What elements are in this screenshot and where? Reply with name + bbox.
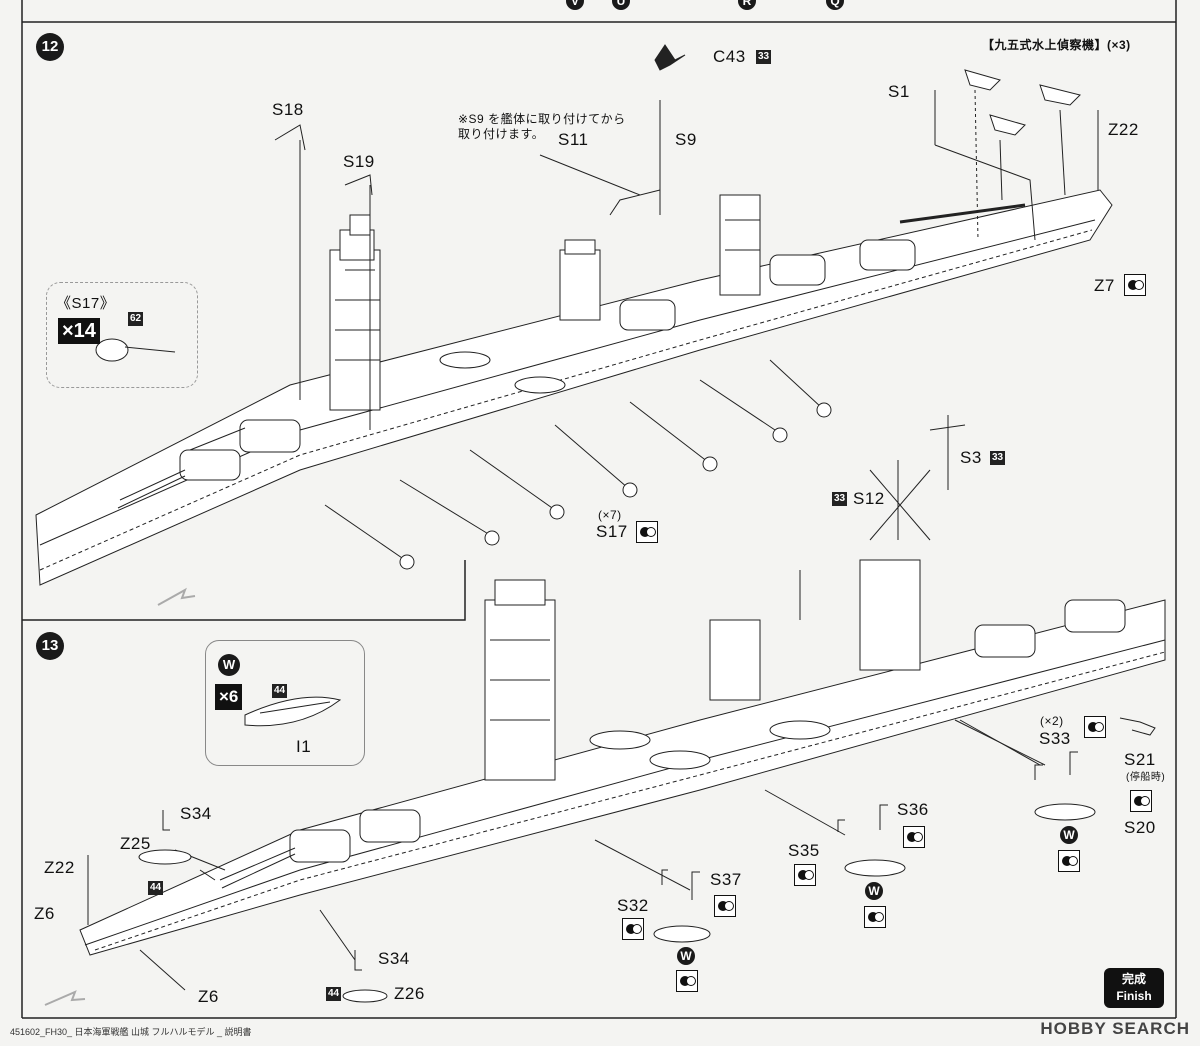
label-z6-bottom: Z6 bbox=[198, 987, 219, 1006]
label-s36: S36 bbox=[897, 800, 929, 819]
inset-s17-qty: ×14 bbox=[58, 318, 100, 344]
paint-icon-s17 bbox=[636, 521, 658, 543]
label-z6-top: Z6 bbox=[34, 904, 55, 923]
note-s9: ※S9 を艦体に取り付けてから 取り付けます。 bbox=[458, 112, 626, 141]
top-letter-v: V bbox=[566, 0, 584, 10]
inset-s17 bbox=[46, 282, 198, 388]
label-z7: Z7 bbox=[1094, 276, 1115, 295]
paint-icon-z7 bbox=[1124, 274, 1146, 296]
label-s11: S11 bbox=[558, 130, 589, 149]
letter-w-s33: W bbox=[1060, 826, 1078, 844]
label-s18: S18 bbox=[272, 100, 304, 119]
sheet-z26: 44 bbox=[326, 987, 342, 1001]
qty-s33: (×2) bbox=[1040, 714, 1064, 728]
inset-w bbox=[205, 640, 365, 766]
aircraft-label: 【九五式水上偵察機】(×3) bbox=[982, 38, 1131, 52]
sheet-c43: 33 bbox=[756, 50, 772, 64]
finish-badge: 完成 Finish bbox=[1104, 968, 1164, 1008]
label-c43: C43 bbox=[713, 47, 746, 66]
label-s35: S35 bbox=[788, 841, 820, 860]
sheet-s12: 33 bbox=[832, 492, 848, 506]
label-s1: S1 bbox=[888, 82, 910, 101]
inset-s17-drawing bbox=[95, 338, 176, 362]
letter-w-s32: W bbox=[677, 947, 695, 965]
inset-s17-sheet: 62 bbox=[128, 312, 144, 326]
inset-w-part: I1 bbox=[296, 737, 312, 756]
qty-s17: (×7) bbox=[598, 508, 622, 522]
inset-w-qty: ×6 bbox=[215, 684, 243, 710]
inset-s17-title: 《S17》 bbox=[56, 295, 116, 312]
sheet-s3: 33 bbox=[990, 451, 1006, 465]
top-letter-u: U bbox=[612, 0, 630, 10]
ship-step12 bbox=[35, 44, 1113, 606]
label-s17: S17 bbox=[596, 522, 628, 541]
label-s20: S20 bbox=[1124, 818, 1156, 837]
paint-icon-s36 bbox=[903, 826, 925, 848]
label-s33: S33 bbox=[1039, 729, 1071, 748]
note-s21: (停船時) bbox=[1126, 772, 1166, 783]
inset-w-letter: W bbox=[218, 654, 240, 676]
footer-text: 451602_FH30_ 日本海軍戦艦 山城 フルハルモデル _ 説明書 bbox=[10, 1027, 252, 1037]
label-s34-top: S34 bbox=[180, 804, 212, 823]
paint-icon-s32 bbox=[622, 918, 644, 940]
step-13-badge: 13 bbox=[36, 632, 64, 660]
step-12-badge: 12 bbox=[36, 33, 64, 61]
paint-icon-w-s33 bbox=[1058, 850, 1080, 872]
label-s32: S32 bbox=[617, 896, 649, 915]
paint-icon-w-s32 bbox=[676, 970, 698, 992]
label-s3: S3 bbox=[960, 448, 982, 467]
label-z22-top: Z22 bbox=[1108, 120, 1139, 139]
top-letter-r: R bbox=[738, 0, 756, 10]
sheet-z25: 44 bbox=[148, 881, 164, 895]
paint-icon-s20 bbox=[1130, 790, 1152, 812]
label-z25: Z25 bbox=[120, 834, 151, 853]
label-s19: S19 bbox=[343, 152, 375, 171]
letter-w-s35: W bbox=[865, 882, 883, 900]
paint-icon-w-s35 bbox=[864, 906, 886, 928]
label-s37: S37 bbox=[710, 870, 742, 889]
paint-icon-s33 bbox=[1084, 716, 1106, 738]
label-s21: S21 bbox=[1124, 750, 1156, 769]
top-letter-q: Q bbox=[826, 0, 844, 10]
label-s34-bottom: S34 bbox=[378, 949, 410, 968]
paint-icon-s35 bbox=[794, 864, 816, 886]
ship-step13 bbox=[44, 559, 1166, 1006]
finish-jp: 完成 bbox=[1121, 972, 1146, 986]
finish-en: Finish bbox=[1116, 989, 1152, 1003]
label-z26: Z26 bbox=[394, 984, 425, 1003]
paint-icon-s37 bbox=[714, 895, 736, 917]
label-z22-bottom: Z22 bbox=[44, 858, 75, 877]
inset-w-drawing bbox=[244, 696, 342, 727]
inset-w-sheet: 44 bbox=[272, 684, 288, 698]
label-s9: S9 bbox=[675, 130, 697, 149]
watermark: HOBBY SEARCH bbox=[1040, 1019, 1190, 1038]
label-s12: S12 bbox=[853, 489, 885, 508]
